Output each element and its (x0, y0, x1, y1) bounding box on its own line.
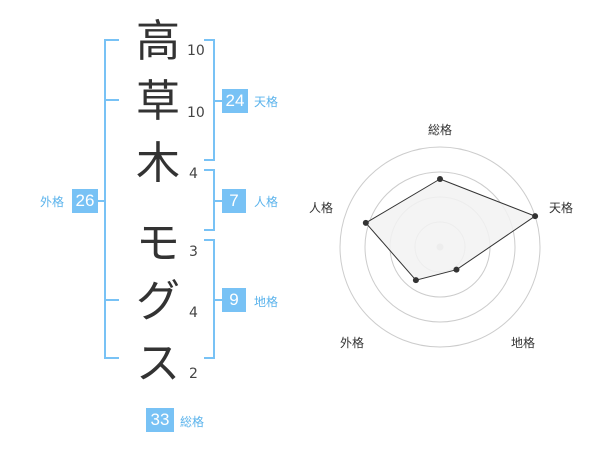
name-char-6: ス (136, 338, 180, 389)
name-char-1: 高 (136, 16, 180, 67)
stroke-count-2: 10 (187, 105, 205, 121)
radar-axis-label-jinkaku: 人格 (309, 201, 334, 215)
radar-polygon (365, 178, 537, 281)
radar-axis-label-soukaku: 総格 (428, 123, 453, 137)
chikaku-value-badge: 9 (222, 288, 246, 312)
radar-grid-ring (339, 146, 541, 348)
radar-point-2 (532, 213, 539, 220)
chikaku-label: 地格 (254, 295, 279, 309)
name-char-4: モ (136, 218, 180, 269)
radar-axis-label-tenkaku: 天格 (549, 201, 574, 215)
radar-axis-label-chikaku: 地格 (511, 336, 536, 350)
soukaku-label: 総格 (180, 415, 205, 429)
gaikaku-value-badge: 26 (72, 189, 98, 213)
jinkaku-value-badge: 7 (222, 189, 246, 213)
stroke-count-4: 3 (189, 244, 198, 260)
tenkaku-label: 天格 (254, 95, 279, 109)
jinkaku-label: 人格 (254, 195, 279, 209)
stroke-count-6: 2 (189, 366, 198, 382)
name-char-3: 木 (136, 138, 180, 189)
gaikaku-label: 外格 (40, 195, 65, 209)
soukaku-value-badge: 33 (146, 408, 174, 432)
radar-point-3 (453, 266, 460, 273)
radar-point-1 (437, 176, 443, 182)
name-char-2: 草 (136, 76, 180, 127)
radar-point-4 (412, 277, 419, 284)
name-char-5: グ (136, 276, 180, 327)
radar-grid-ring (364, 171, 516, 323)
tenkaku-value-badge: 24 (222, 89, 248, 113)
stroke-count-3: 4 (189, 166, 198, 182)
radar-axis-label-gaikaku: 外格 (340, 336, 365, 350)
gaikaku-bracket (104, 39, 119, 359)
radar-point-5 (362, 219, 369, 226)
stroke-count-5: 4 (189, 305, 198, 321)
stroke-count-1: 10 (187, 43, 205, 59)
